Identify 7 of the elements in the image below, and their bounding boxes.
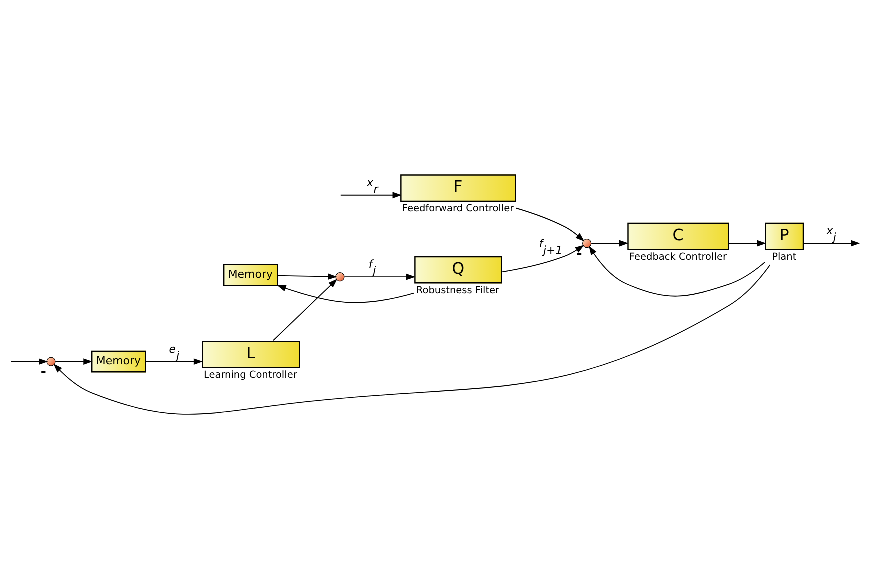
node-label: - <box>40 364 46 380</box>
node-label: Feedback Controller <box>629 251 727 262</box>
node-label: Robustness Filter <box>416 284 500 296</box>
node-label: - <box>576 246 582 262</box>
node-label: Learning Controller <box>204 370 298 381</box>
node-label: Feedforward Controller <box>402 203 514 214</box>
node-label: Plant <box>772 251 797 262</box>
